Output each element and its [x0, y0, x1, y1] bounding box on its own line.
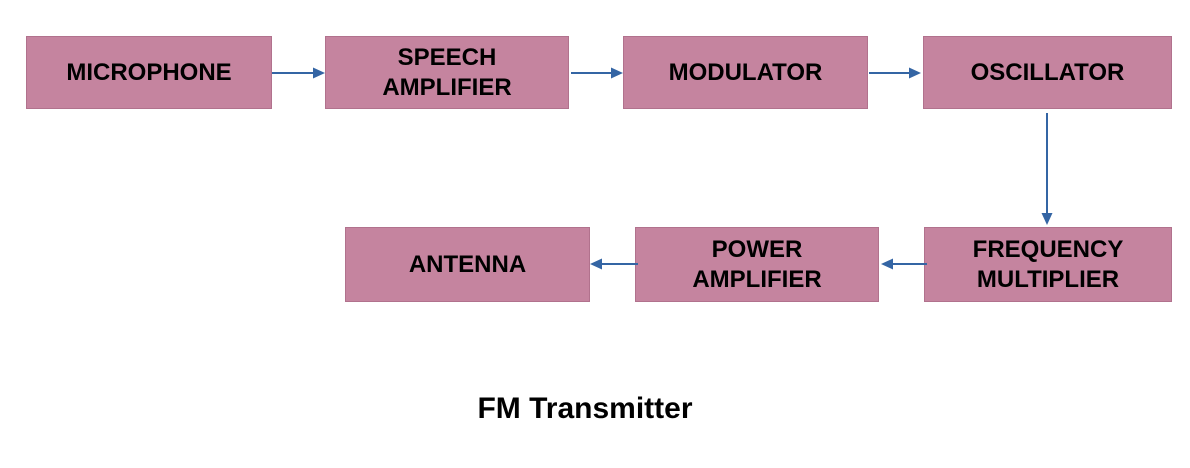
block-frequency-multiplier: FREQUENCY MULTIPLIER	[924, 227, 1172, 302]
block-power-amplifier-label: POWER AMPLIFIER	[692, 235, 822, 293]
block-oscillator: OSCILLATOR	[923, 36, 1172, 109]
block-power-amplifier: POWER AMPLIFIER	[635, 227, 879, 302]
block-antenna: ANTENNA	[345, 227, 590, 302]
block-frequency-multiplier-label: FREQUENCY MULTIPLIER	[972, 235, 1124, 293]
block-antenna-label: ANTENNA	[408, 250, 527, 278]
arrow-frequency-multiplier-to-power-amplifier-icon	[881, 258, 927, 270]
arrow-oscillator-to-frequency-multiplier-icon	[1041, 113, 1053, 225]
block-microphone: MICROPHONE	[26, 36, 272, 109]
arrow-microphone-to-speech-amplifier-icon	[272, 67, 325, 79]
block-modulator-label: MODULATOR	[668, 58, 823, 86]
block-oscillator-label: OSCILLATOR	[970, 58, 1125, 86]
arrow-power-amplifier-to-antenna-icon	[590, 258, 638, 270]
block-modulator: MODULATOR	[623, 36, 868, 109]
diagram-title: FM Transmitter	[477, 392, 693, 425]
arrow-speech-amplifier-to-modulator-icon	[571, 67, 623, 79]
arrow-modulator-to-oscillator-icon	[869, 67, 921, 79]
block-speech-amplifier: SPEECH AMPLIFIER	[325, 36, 569, 109]
block-speech-amplifier-label: SPEECH AMPLIFIER	[382, 43, 512, 101]
block-microphone-label: MICROPHONE	[66, 58, 232, 86]
